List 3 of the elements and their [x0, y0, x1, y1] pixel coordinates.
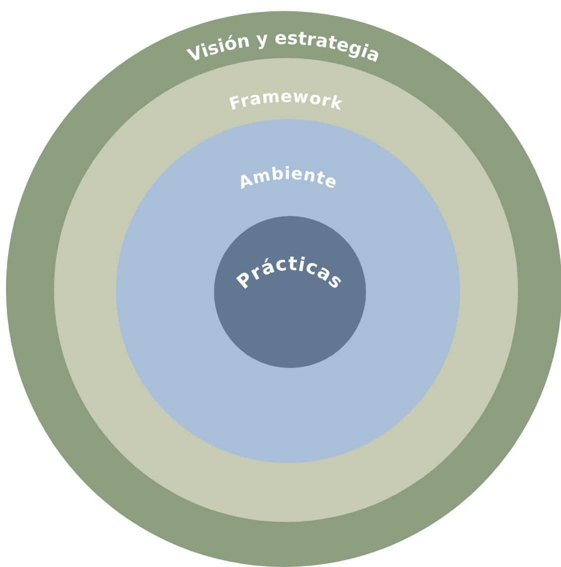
ring-label: Ambiente	[235, 163, 340, 194]
ring-label: Framework	[226, 86, 344, 114]
ring-label: Visión y estrategia	[184, 27, 382, 66]
